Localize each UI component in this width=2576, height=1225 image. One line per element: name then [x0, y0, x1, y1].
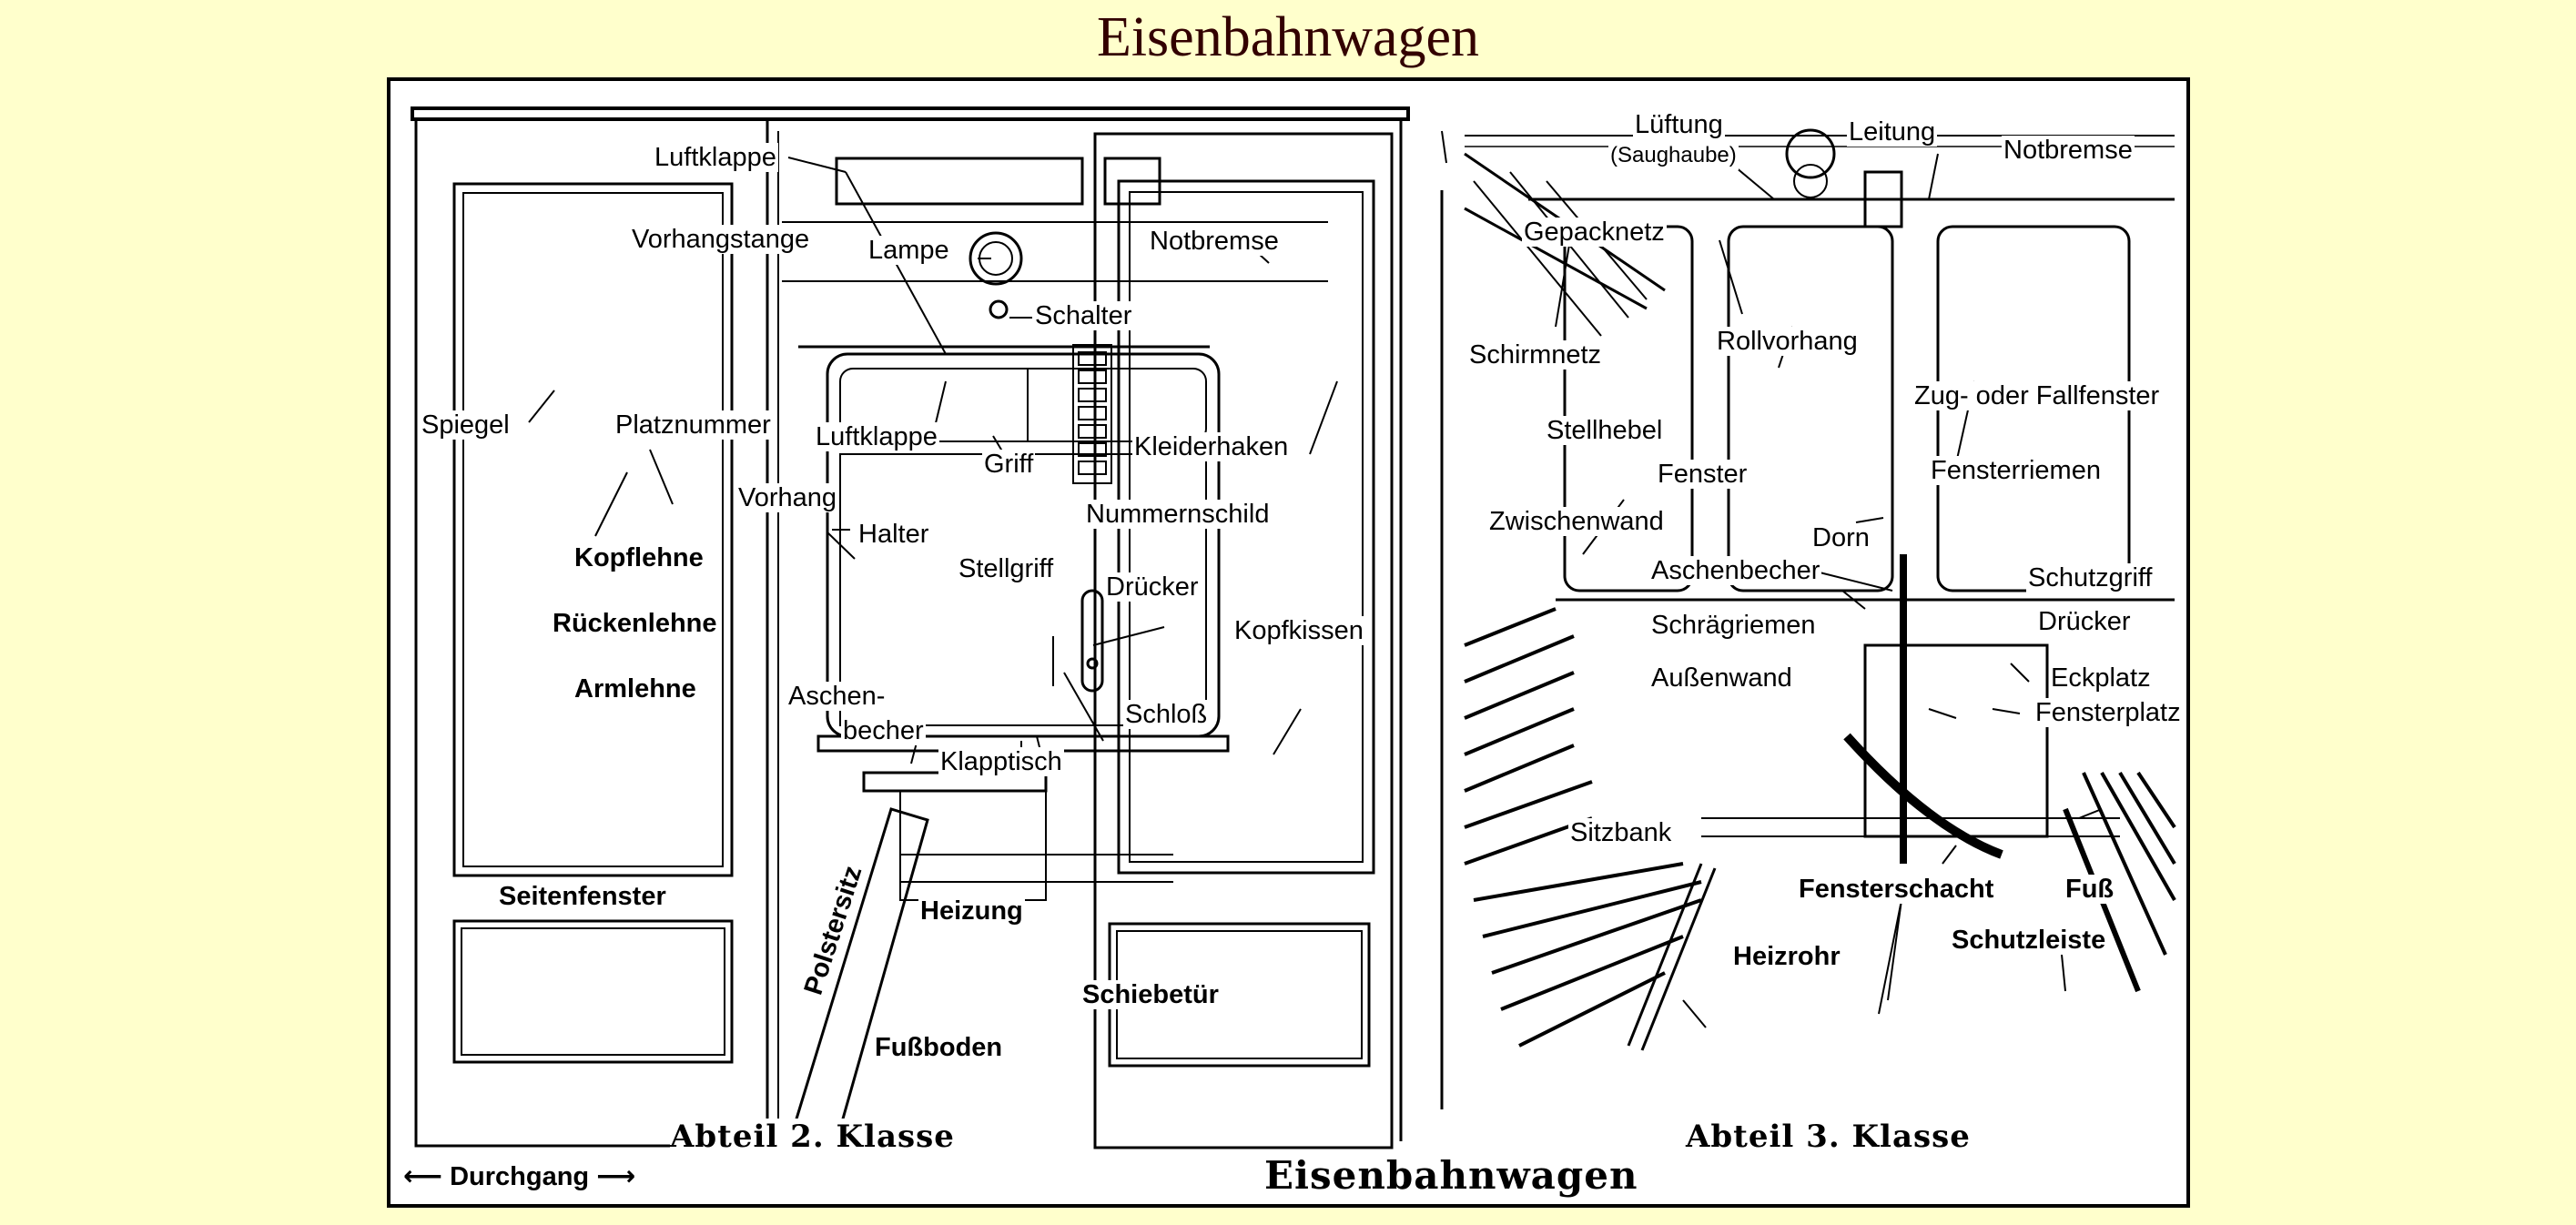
label-pin: Dorn	[1810, 523, 1871, 552]
sliding-door	[1093, 132, 1394, 1149]
label-door-handle-2: Drücker	[1104, 572, 1201, 602]
label-diagonal-strap: Schrägriemen	[1649, 611, 1818, 640]
label-pipe: Leitung	[1847, 117, 1938, 147]
label-bench: Sitzbank	[1568, 818, 1674, 847]
label-coat-hook: Kleiderhaken	[1132, 432, 1291, 461]
label-floor: Fußboden	[873, 1033, 1005, 1062]
emergency-brake-drawing	[1863, 170, 1903, 228]
label-mirror: Spiegel	[420, 410, 512, 440]
label-curtain-rod: Vorhangstange	[630, 225, 812, 254]
label-pillow: Kopfkissen	[1232, 616, 1365, 645]
label-switch: Schalter	[1033, 301, 1134, 330]
label-sliding-door: Schiebetür	[1080, 980, 1221, 1009]
heating-pipe	[1627, 863, 1703, 1047]
label-air-flap-window: Luftklappe	[814, 422, 939, 451]
label-safety-grip: Schutzgriff	[2026, 563, 2155, 592]
vent-flap-top	[835, 157, 1084, 206]
label-outer-wall: Außenwand	[1649, 663, 1794, 693]
label-heating: Heizung	[918, 896, 1025, 926]
caption-compartment-3: Abteil 3. Klasse	[1686, 1119, 1971, 1155]
window-left	[1563, 225, 1694, 592]
caption-compartment-2: Abteil 2. Klasse	[670, 1119, 955, 1155]
lamp-drawing	[969, 231, 1023, 286]
side-window-frame	[452, 182, 734, 877]
label-protective-strip: Schutzleiste	[1950, 926, 2108, 955]
label-head-rest: Kopflehne	[573, 543, 705, 572]
label-ventilation: Lüftung	[1633, 110, 1725, 139]
label-umbrella-net: Schirmnetz	[1467, 340, 1604, 370]
label-ashtray-part2: becher	[841, 716, 926, 745]
caption-main: Eisenbahnwagen	[1264, 1153, 1638, 1198]
label-ashtray-part1: Aschen-	[786, 682, 887, 711]
label-adjust-grip: Stellgriff	[957, 554, 1056, 583]
label-lamp: Lampe	[867, 236, 951, 265]
label-partition-wall: Zwischenwand	[1487, 507, 1666, 536]
label-heating-pipe: Heizrohr	[1731, 942, 1842, 971]
label-backrest: Rückenlehne	[551, 609, 719, 638]
label-folding-table: Klapptisch	[938, 747, 1064, 776]
label-window-seat: Fensterplatz	[2033, 698, 2183, 727]
window-center	[1727, 225, 1894, 592]
label-emergency-brake-2: Notbremse	[1148, 227, 1281, 256]
label-lever: Stellhebel	[1545, 416, 1665, 445]
passage-text: Durchgang	[450, 1162, 590, 1191]
label-foot: Fuß	[2064, 875, 2116, 904]
label-window-shaft: Fensterschacht	[1797, 875, 1996, 904]
door-header-rail	[411, 106, 1410, 121]
label-seat-number: Platznummer	[614, 410, 773, 440]
label-suction-hood: (Saughaube)	[1608, 141, 1739, 170]
label-roller-blind: Rollvorhang	[1715, 327, 1860, 356]
window-sill	[816, 734, 1230, 753]
page-title: Eisenbahnwagen	[1096, 6, 1480, 68]
left-door-frame	[414, 119, 705, 1148]
label-window-strap: Fensterriemen	[1929, 456, 2103, 485]
label-emergency-brake-3: Notbremse	[2002, 136, 2135, 165]
passage-label: ⟵ Durchgang ⟶	[401, 1160, 637, 1192]
diagonal-strap	[1843, 733, 2003, 859]
label-number-sign: Nummernschild	[1084, 500, 1272, 529]
diagram-frame: Luftklappe Vorhangstange Lampe Notbremse…	[387, 77, 2190, 1208]
number-plate-frame	[1072, 344, 1112, 484]
arrow-right-icon: ⟶	[596, 1160, 636, 1192]
label-holder: Halter	[857, 520, 931, 549]
label-pull-window: Zug- oder Fallfenster	[1912, 381, 2162, 410]
label-window: Fenster	[1656, 460, 1749, 489]
label-door-handle-3: Drücker	[2036, 607, 2133, 636]
label-curtain: Vorhang	[736, 483, 839, 512]
label-lock: Schloß	[1123, 700, 1210, 729]
label-corner-seat: Eckplatz	[2049, 663, 2153, 693]
door-lock-plate	[1080, 589, 1104, 693]
vent-hood-drawing	[1785, 128, 1836, 179]
label-luggage-net: Gepacknetz	[1522, 218, 1667, 247]
label-air-flap-top: Luftklappe	[653, 143, 778, 172]
label-handle: Griff	[982, 450, 1036, 479]
window-shaft-panel	[1863, 643, 2049, 838]
label-ashtray-3: Aschenbecher	[1649, 556, 1822, 585]
label-side-window: Seitenfenster	[497, 882, 668, 911]
arrow-left-icon: ⟵	[403, 1160, 443, 1192]
label-armrest: Armlehne	[573, 674, 698, 704]
lower-panel	[452, 919, 734, 1064]
